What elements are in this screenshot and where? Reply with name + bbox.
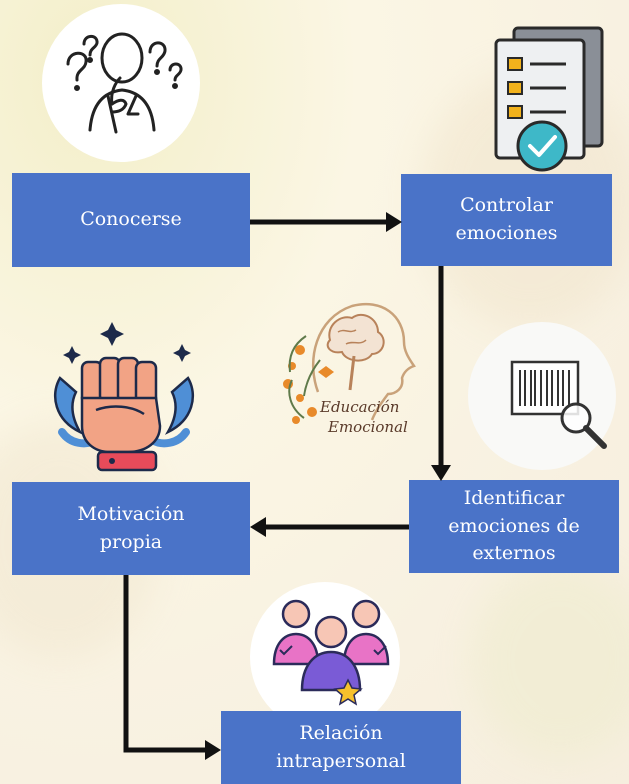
arrow-motivacion-to-relacion	[123, 575, 221, 760]
arrow-controlar-to-identificar	[431, 266, 451, 481]
thinking-person-icon	[66, 32, 183, 134]
node-identificar-label-3: externos	[472, 542, 556, 565]
node-controlar-label-2: emociones	[455, 222, 558, 244]
logo-text-line2: Emocional	[327, 418, 408, 436]
node-motivacion-propia: Motivación propia	[12, 482, 250, 575]
node-motivacion-label-2: propia	[99, 530, 163, 553]
node-conocerse-label: Conocerse	[80, 208, 182, 231]
arrow-identificar-to-motivacion	[250, 517, 409, 537]
node-identificar-emociones: Identificar emociones de externos	[409, 480, 619, 573]
checklist-icon	[494, 26, 604, 172]
node-controlar-emociones: Controlar emociones	[401, 174, 612, 266]
node-identificar-label-2: emociones de	[448, 514, 580, 537]
node-relacion-intrapersonal: Relación intrapersonal	[221, 711, 461, 784]
logo-text-line1: Educación	[319, 398, 399, 416]
background-blob	[470, 560, 629, 760]
raised-fist-icon	[53, 322, 195, 472]
node-relacion-label-1: Relación	[299, 721, 383, 744]
barcode-search-icon	[510, 360, 607, 449]
node-controlar-label-1: Controlar	[460, 194, 553, 217]
node-motivacion-label-1: Motivación	[77, 502, 185, 525]
team-icon	[272, 599, 390, 706]
brain-head-logo	[283, 302, 416, 424]
node-relacion-label-2: intrapersonal	[276, 749, 406, 772]
node-conocerse: Conocerse	[12, 173, 250, 267]
node-identificar-label-1: Identificar	[463, 487, 565, 510]
arrow-conocerse-to-controlar	[250, 212, 402, 232]
